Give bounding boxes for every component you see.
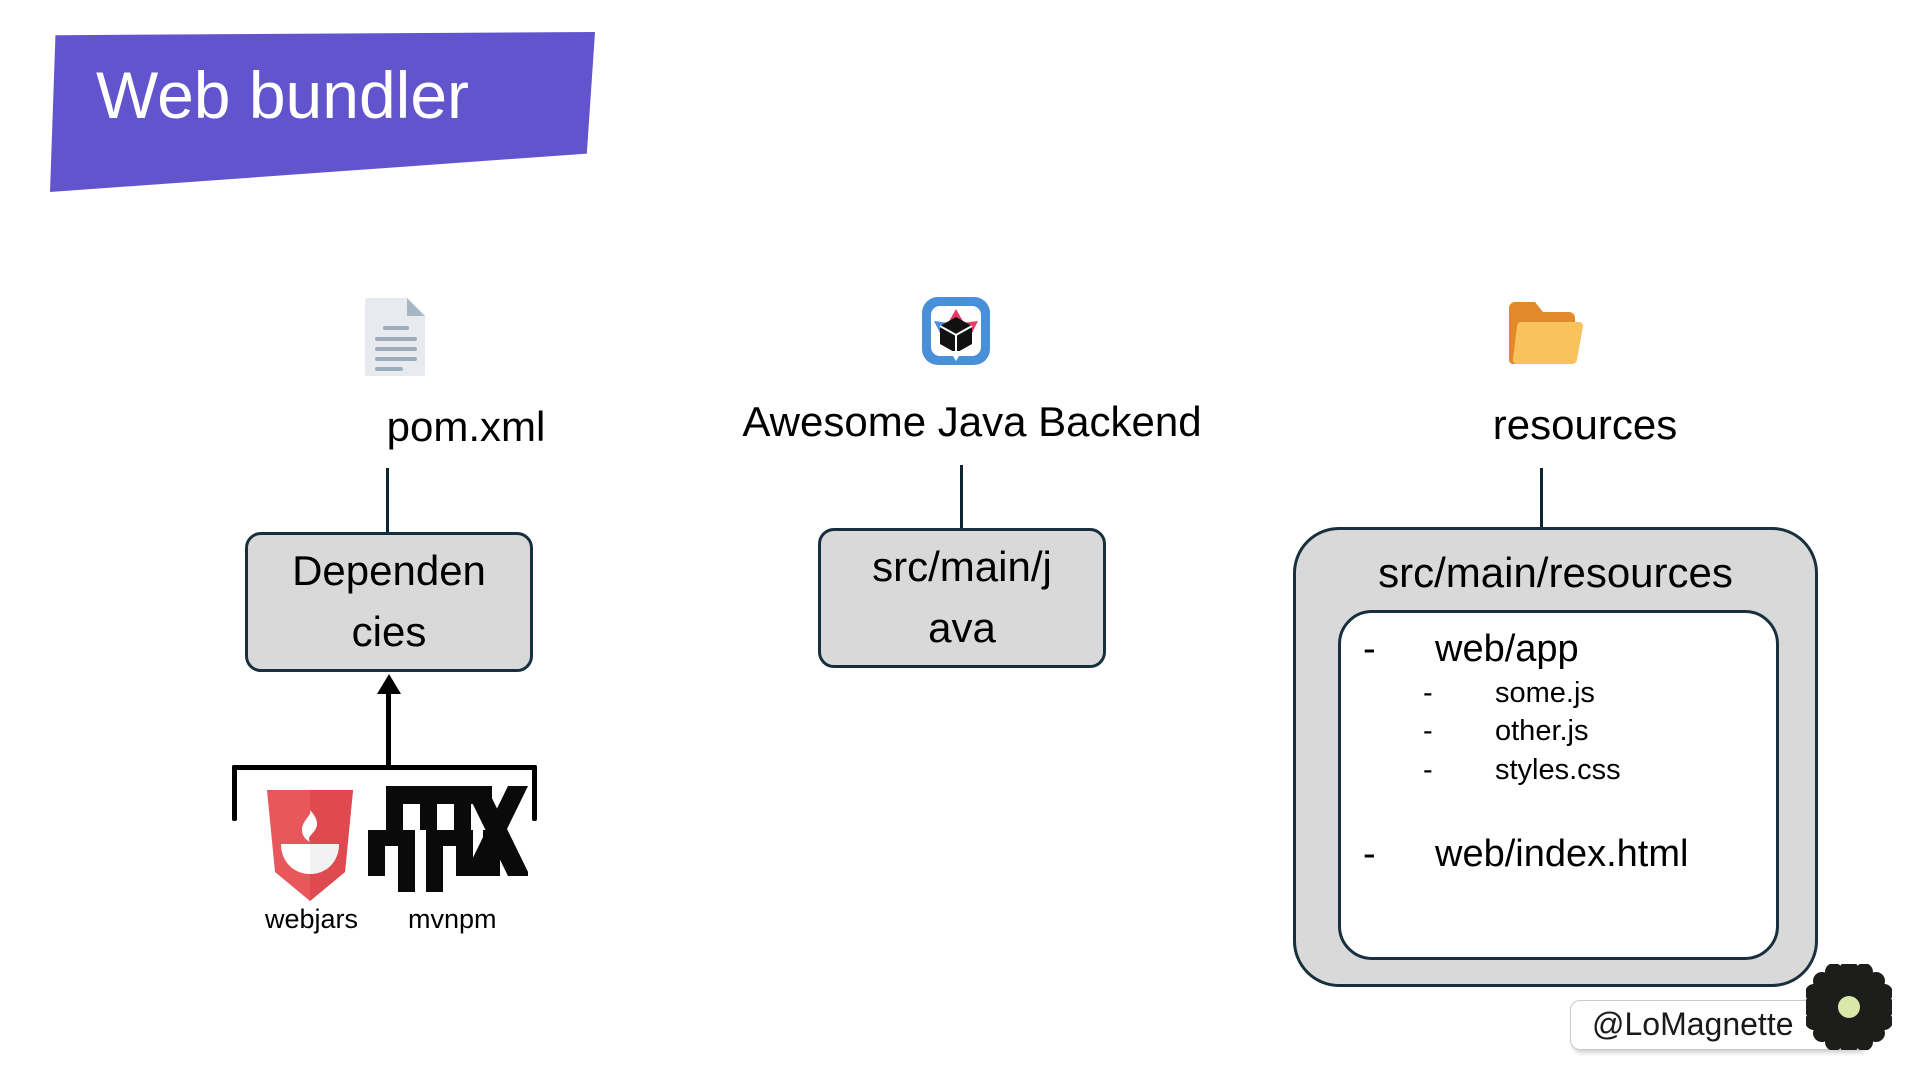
src-main-java-line2: ava (928, 604, 996, 651)
bracket-bar (232, 765, 537, 770)
tree-bullet: - (1423, 754, 1433, 787)
tree-item-label: web/index.html (1435, 833, 1689, 876)
tree-bullet: - (1423, 715, 1433, 748)
resources-label: resources (1492, 401, 1678, 448)
sources-bracket (232, 765, 537, 821)
tree-bullet: - (1363, 628, 1376, 670)
tree-spacer (1341, 790, 1776, 830)
connector-pom-to-dependencies (386, 468, 389, 532)
tree-item-other-js: - other.js (1341, 712, 1776, 751)
dependencies-box: Dependen cies (245, 532, 533, 672)
arrow-head-sources-to-dependencies (377, 674, 401, 694)
tree-item-web-app: - web/app (1341, 625, 1776, 674)
src-main-java-box: src/main/j ava (818, 528, 1106, 668)
connector-backend-to-src-main-java (960, 465, 963, 529)
src-main-resources-box: src/main/resources - web/app - some.js -… (1293, 527, 1818, 987)
gear-logo (1802, 960, 1896, 1054)
resources-file-tree-box: - web/app - some.js - other.js - styles.… (1338, 610, 1779, 960)
tree-item-label: other.js (1495, 715, 1589, 748)
watermark-handle: @LoMagnette (1592, 1006, 1794, 1042)
pom-label: pom.xml (386, 403, 546, 450)
bracket-leg-left (232, 765, 237, 821)
connector-resources-to-src-main-resources (1540, 468, 1543, 530)
page-title: Web bundler (96, 58, 470, 132)
src-main-resources-label: src/main/resources (1378, 549, 1733, 596)
tree-bullet: - (1423, 676, 1433, 709)
tree-item-label: styles.css (1495, 754, 1621, 787)
webjars-logo (263, 788, 357, 903)
tree-item-web-index-html: - web/index.html (1341, 830, 1776, 879)
tree-bullet: - (1363, 833, 1376, 876)
app-icon (920, 295, 992, 367)
mvnpm-logo (368, 786, 530, 892)
watermark: @LoMagnette (1570, 960, 1896, 1054)
tree-item-styles-css: - styles.css (1341, 751, 1776, 790)
arrow-shaft-sources-to-dependencies (386, 690, 391, 768)
document-icon (363, 296, 429, 376)
src-main-java-line1: src/main/j (872, 543, 1052, 591)
backend-label: Awesome Java Backend (742, 398, 1202, 445)
tree-item-some-js: - some.js (1341, 674, 1776, 713)
title-banner: Web bundler (50, 32, 595, 192)
resources-file-tree: - web/app - some.js - other.js - styles.… (1341, 625, 1776, 879)
mvnpm-caption: mvnpm (408, 904, 497, 934)
tree-item-label: some.js (1495, 676, 1595, 709)
bracket-leg-right (532, 765, 537, 821)
folder-icon (1505, 300, 1583, 366)
dependencies-box-line2: cies (351, 608, 427, 655)
webjars-caption: webjars (265, 904, 359, 934)
tree-item-label: web/app (1435, 628, 1579, 670)
dependencies-box-line1: Dependen (292, 547, 486, 595)
